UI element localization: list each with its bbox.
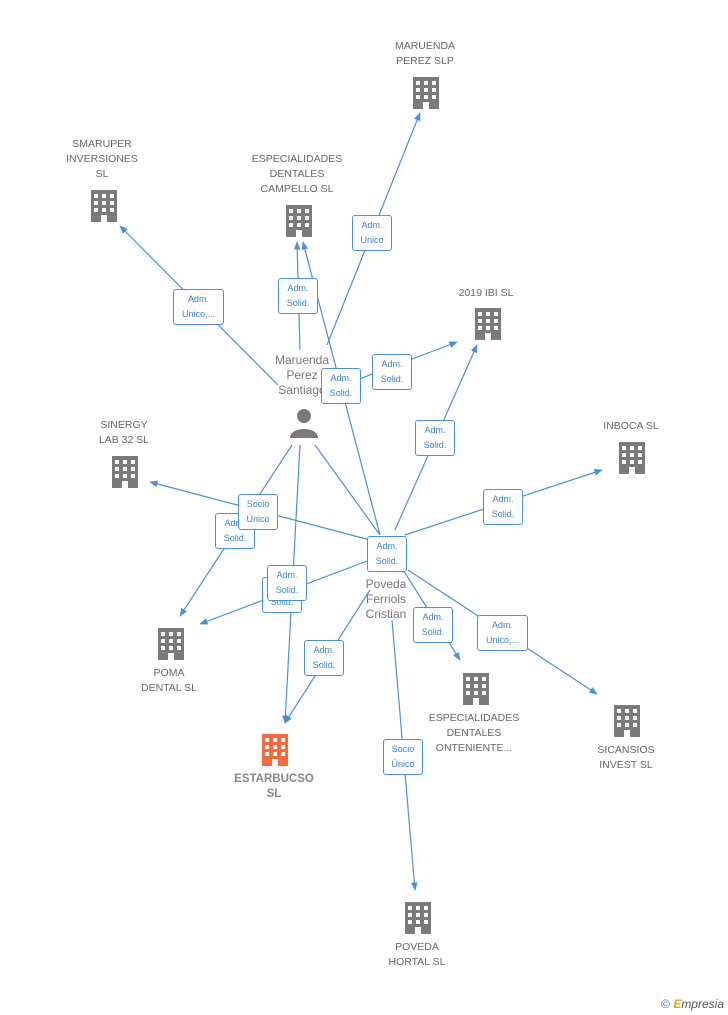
node-especialidades-ontenie[interactable]: ESPECIALIDADES DENTALES ONTENIENTE... <box>428 712 520 754</box>
edge-label: Adm. Solid. <box>278 278 318 314</box>
building-icon-ibi <box>475 308 501 340</box>
edge-label: Adm. Solid. <box>413 607 453 643</box>
edge-label: Socio Único <box>383 739 423 775</box>
person-poveda-cristian[interactable]: Poveda Ferriols Cristian <box>365 577 407 621</box>
node-maruenda-perez-slp[interactable]: MARUENDA PEREZ SLP <box>394 40 456 67</box>
footer-copyright: © Empresia <box>661 997 724 1011</box>
edge-maruenda-to-cristian <box>314 444 381 536</box>
edge-label: Adm. Solid. <box>304 640 344 676</box>
edge-label: Adm. Solid. <box>321 368 361 404</box>
node-inboca[interactable]: INBOCA SL <box>603 420 659 432</box>
building-icon-poma <box>158 628 184 660</box>
building-icon-maruenda-slp <box>413 77 439 109</box>
building-icon-hortal <box>405 902 431 934</box>
node-poveda-hortal[interactable]: POVEDA HORTAL SL <box>388 941 446 968</box>
node-sicansios-invest[interactable]: SICANSIOS INVEST SL <box>597 744 655 771</box>
edge-label: Adm. Unico,... <box>477 615 528 651</box>
building-icon-sinergy <box>112 456 138 488</box>
building-icon-sicansios <box>614 705 640 737</box>
edge-label: Adm. Solid. <box>415 420 455 456</box>
edge-label: Adm. Solid. <box>267 565 307 601</box>
edge-label: Adm. Solid. <box>367 536 407 572</box>
node-especialidades-campello[interactable]: ESPECIALIDADES DENTALES CAMPELLO SL <box>251 153 343 195</box>
building-icon-inboca <box>619 442 645 474</box>
person-icon <box>290 409 318 438</box>
node-poma-dental[interactable]: POMA DENTAL SL <box>140 667 198 694</box>
building-icon-ontenie <box>463 673 489 705</box>
building-icon-campello <box>286 205 312 237</box>
node-smaruper-inversiones[interactable]: SMARUPER INVERSIONES SL <box>66 138 138 180</box>
edge-label: Adm. Unico <box>352 215 392 251</box>
copyright-icon: © <box>661 997 670 1011</box>
edge-label: Adm. Solid. <box>483 489 523 525</box>
edge-label: Adm. Solid. <box>372 354 412 390</box>
node-sinergy-lab[interactable]: SINERGY LAB 32 SL <box>98 419 150 446</box>
edge-label: Adm. Unico,... <box>173 289 224 325</box>
building-icon-estarbucso <box>262 734 288 766</box>
edge-label: Socio Único <box>238 494 278 530</box>
node-2019-ibi[interactable]: 2019 IBI SL <box>458 287 514 299</box>
building-icon-smaruper <box>91 190 117 222</box>
node-estarbucso[interactable]: ESTARBUCSO SL <box>234 773 314 800</box>
person-maruenda-santiago[interactable]: Maruenda Perez Santiago <box>274 353 330 397</box>
brand-logo[interactable]: Empresia <box>673 997 724 1011</box>
